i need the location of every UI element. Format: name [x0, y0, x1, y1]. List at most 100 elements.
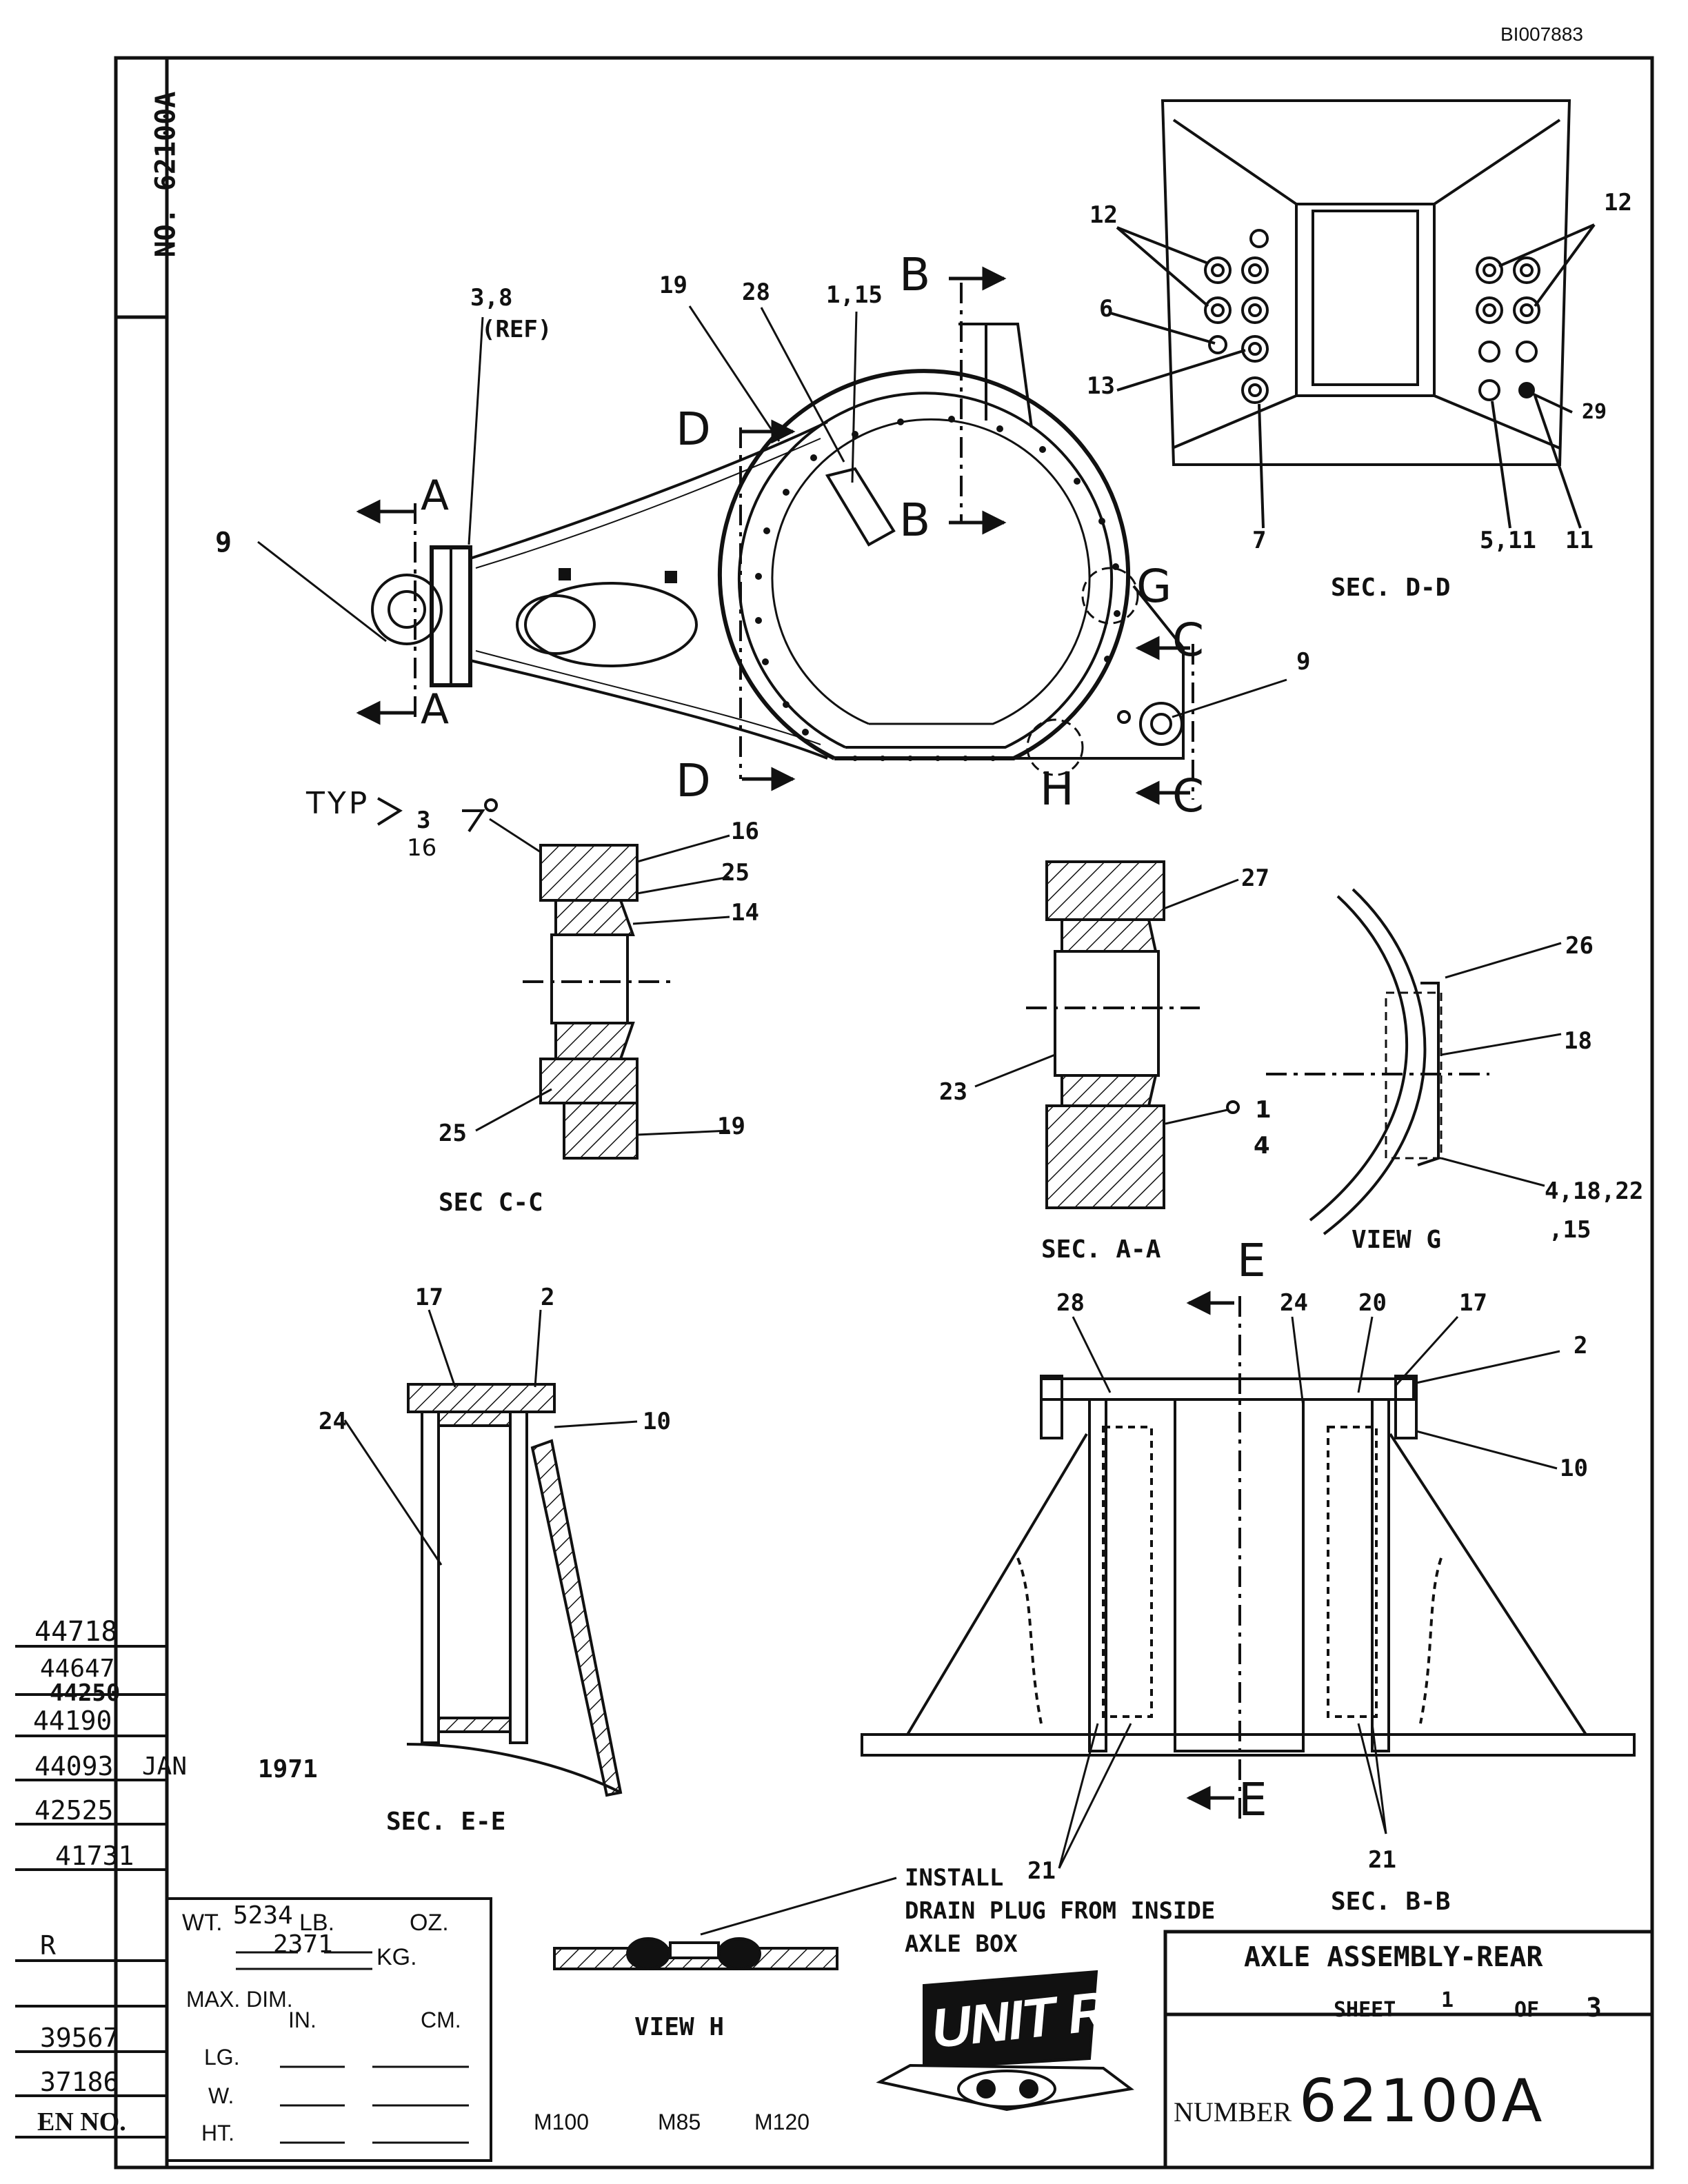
- marker-E-bottom: E: [1238, 1773, 1270, 1826]
- marker-C-bottom: C: [1172, 769, 1207, 822]
- en-number-4: 44190: [33, 1706, 112, 1736]
- callout-16: 16: [731, 818, 759, 845]
- marker-E-top: E: [1237, 1234, 1269, 1287]
- view-g-drawing: [1266, 888, 1562, 1235]
- callout-6: 6: [1099, 295, 1114, 323]
- en-number-2: 44647: [40, 1655, 115, 1683]
- sec-bb-label: SEC. B-B: [1331, 1888, 1451, 1916]
- callout-4-18-22: 4,18,22: [1545, 1177, 1644, 1205]
- drawing-border: [114, 56, 1654, 2170]
- title-block: [1163, 1930, 1654, 2170]
- callout-27: 27: [1241, 865, 1269, 892]
- callout-28-bb: 28: [1056, 1289, 1085, 1317]
- en-number-10: 37186: [40, 2067, 119, 2097]
- title-assembly: AXLE ASSEMBLY-REAR: [1244, 1941, 1543, 1973]
- callout-25-top: 25: [721, 859, 750, 887]
- sec-bb-drawing: [861, 1291, 1636, 1869]
- date-month: JAN: [142, 1752, 188, 1781]
- marker-D-bottom: D: [676, 754, 714, 807]
- callout-10-bb: 10: [1560, 1455, 1588, 1482]
- view-h-drawing: [553, 1877, 897, 1970]
- weld-typ: TYP: [306, 786, 370, 821]
- callout-25-bottom: 25: [439, 1120, 467, 1147]
- en-number-7: 41731: [55, 1841, 134, 1871]
- callout-1-15: 1,15: [826, 281, 883, 309]
- en-number-1: 44718: [34, 1616, 118, 1648]
- marker-G: G: [1136, 560, 1175, 613]
- cm-label: CM.: [421, 2008, 461, 2032]
- date-year: 1971: [258, 1755, 318, 1783]
- callout-2-bb: 2: [1574, 1332, 1588, 1359]
- unit-rig-logo-graphic: [876, 1970, 1134, 2112]
- view-g-label: VIEW G: [1352, 1226, 1442, 1254]
- sec-aa-label: SEC. A-A: [1041, 1235, 1161, 1264]
- en-number-6: 42525: [34, 1795, 114, 1826]
- marker-A-top: A: [421, 472, 452, 520]
- marker-H: H: [1040, 762, 1077, 816]
- weld-1: 1: [1255, 1096, 1272, 1124]
- wt-label: WT.: [182, 1910, 223, 1936]
- callout-20: 20: [1358, 1289, 1387, 1317]
- weld-fraction-denominator: 16: [407, 834, 437, 862]
- callout-11: 11: [1565, 527, 1594, 554]
- oz-label: OZ.: [410, 1910, 449, 1936]
- callout-14: 14: [731, 899, 759, 927]
- callout-7: 7: [1252, 527, 1267, 554]
- note-line-2: DRAIN PLUG FROM INSIDE: [905, 1897, 1216, 1925]
- callout-12-right: 12: [1604, 189, 1632, 216]
- callout-ref: (REF): [481, 316, 552, 343]
- callout-15: ,15: [1549, 1216, 1591, 1244]
- number-label: NUMBER: [1174, 2096, 1292, 2127]
- weld-fraction-numerator: 3: [416, 807, 431, 834]
- note-line-1: INSTALL: [905, 1864, 1004, 1892]
- drain-plug-note: INSTALL DRAIN PLUG FROM INSIDE AXLE BOX: [905, 1861, 1215, 1961]
- marker-B-top: B: [899, 248, 934, 301]
- marker-D-top: D: [676, 403, 714, 456]
- sec-ee-label: SEC. E-E: [386, 1808, 506, 1836]
- callout-19: 19: [659, 272, 687, 299]
- marker-B-bottom: B: [899, 494, 934, 547]
- drawing-number: 62100A: [1299, 2067, 1545, 2136]
- callout-12-left: 12: [1089, 201, 1118, 229]
- callout-24-ee: 24: [319, 1408, 347, 1435]
- note-line-3: AXLE BOX: [905, 1930, 1018, 1958]
- weld-4: 4: [1254, 1132, 1270, 1160]
- sec-aa-drawing: [974, 860, 1240, 1209]
- en-number-8: R: [40, 1930, 56, 1961]
- callout-3-8: 3,8: [470, 284, 513, 312]
- wt-lb-value: 5234: [233, 1901, 293, 1930]
- bottom-left-blocks: [15, 1645, 492, 2162]
- in-label: IN.: [288, 2008, 316, 2032]
- callout-17-ee: 17: [415, 1284, 443, 1311]
- of-label: OF: [1514, 1998, 1540, 2022]
- lb-label: LB.: [299, 1910, 335, 1936]
- callout-13: 13: [1087, 372, 1115, 400]
- maxdim-label: MAX. DIM.: [186, 1987, 293, 2012]
- callout-19-cc: 19: [717, 1113, 745, 1140]
- lg-label: LG.: [204, 2045, 240, 2070]
- en-number-9: 39567: [40, 2023, 119, 2053]
- sheet-number: 1: [1441, 1988, 1454, 2012]
- sec-ee-drawing: [343, 1309, 638, 1797]
- callout-24-bb: 24: [1280, 1289, 1308, 1317]
- main-axle-view: [257, 266, 1287, 805]
- callout-17-bb: 17: [1459, 1289, 1487, 1317]
- en-number-5: 44093: [34, 1751, 114, 1781]
- sec-dd-label: SEC. D-D: [1331, 574, 1451, 602]
- callout-2-ee: 2: [541, 1284, 555, 1311]
- model-m85: M85: [658, 2110, 701, 2134]
- callout-18: 18: [1564, 1027, 1592, 1055]
- callout-23: 23: [939, 1078, 967, 1106]
- vertical-drawing-number: NO. 62100A: [150, 91, 182, 258]
- model-m120: M120: [754, 2110, 810, 2134]
- callout-21-right: 21: [1368, 1846, 1396, 1874]
- callout-10-ee: 10: [643, 1408, 671, 1435]
- view-h-label: VIEW H: [634, 2013, 725, 2041]
- kg-label: KG.: [376, 1944, 417, 1970]
- document-id: BI007883: [1500, 23, 1583, 45]
- sec-cc-label: SEC C-C: [439, 1189, 543, 1217]
- callout-28: 28: [742, 279, 770, 306]
- w-label: W.: [208, 2083, 234, 2108]
- ht-label: HT.: [201, 2121, 234, 2145]
